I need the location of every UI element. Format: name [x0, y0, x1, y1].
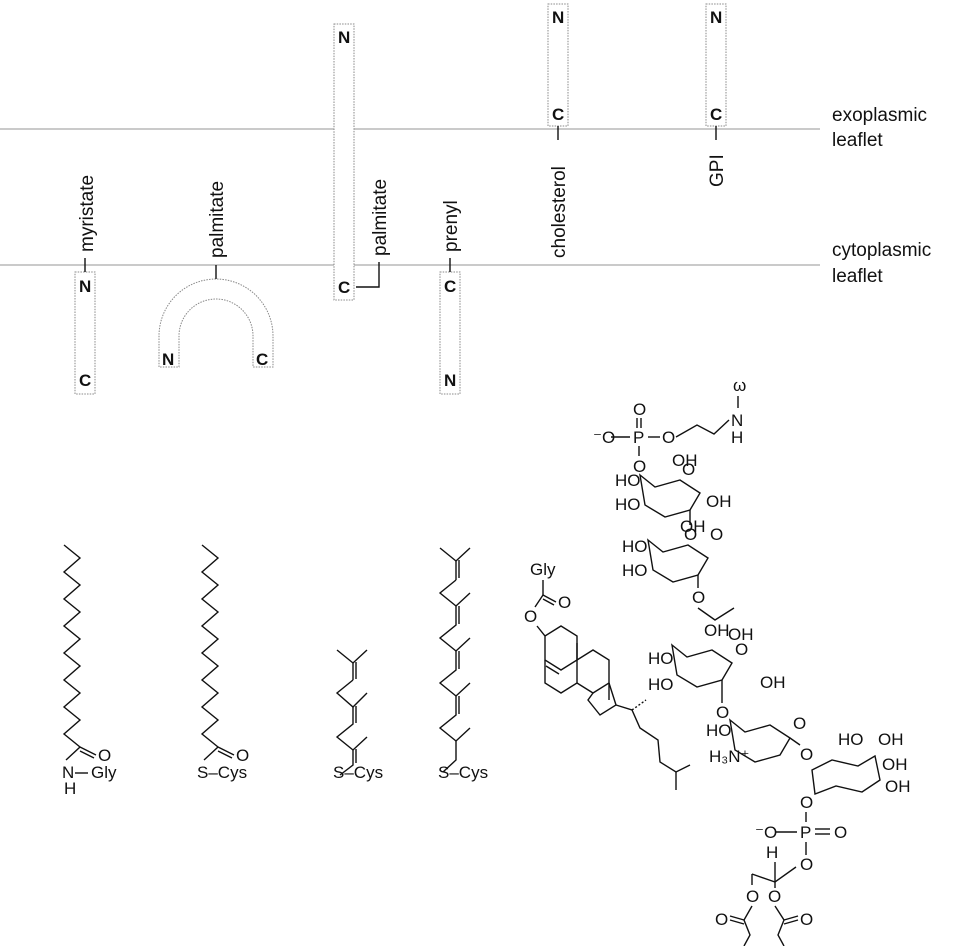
- phosphate-o-minus-label: ⁻O: [755, 823, 777, 842]
- oxygen-label: O: [633, 457, 646, 476]
- hydroxyl-label: HO: [622, 537, 648, 556]
- hydroxyl-label: HO: [615, 495, 641, 514]
- prenyl-label: prenyl: [441, 200, 462, 252]
- gpi-anchored-protein: N C GPI: [705, 3, 728, 187]
- ester-o-label: O: [768, 887, 781, 906]
- ring-o-label: O: [793, 714, 806, 733]
- gpi-n-label: N: [731, 411, 743, 430]
- myristoyl-structure: O N Gly H: [62, 544, 117, 798]
- hydroxyl-label: OH: [878, 730, 904, 749]
- glycosidic-o-label: O: [800, 745, 813, 764]
- glycerol-h-label: H: [766, 843, 778, 862]
- n-terminus: N: [552, 8, 564, 27]
- palmitoylated-hairpin-protein: N C palmitate: [158, 181, 274, 369]
- oxygen-label: O: [236, 746, 249, 765]
- n-terminus: N: [444, 371, 456, 390]
- palmitoyl-structure: O S–Cys: [197, 544, 249, 782]
- oxygen-label: O: [633, 400, 646, 419]
- c-terminus: C: [444, 277, 456, 296]
- phosphate-o-minus-label: ⁻O: [593, 428, 615, 447]
- hydroxyl-label: HO: [648, 649, 674, 668]
- glycosidic-o-label: O: [684, 525, 697, 544]
- gpi-h-label: H: [731, 428, 743, 447]
- palmitate-tm-label: palmitate: [370, 179, 391, 256]
- gly-label: Gly: [91, 763, 117, 782]
- hydroxyl-label: OH: [706, 492, 732, 511]
- protein-rod: [333, 23, 355, 301]
- hydroxyl-label: OH: [672, 451, 698, 470]
- hydroxyl-label: HO: [838, 730, 864, 749]
- protein-rod: [439, 271, 461, 395]
- c-terminus: C: [338, 278, 350, 297]
- hydroxyl-label: HO: [706, 721, 732, 740]
- hydroxyl-label: HO: [615, 471, 641, 490]
- n-terminus: N: [710, 8, 722, 27]
- phosphate-p-label: P: [800, 823, 811, 842]
- amide-n-label: N: [62, 763, 74, 782]
- geranylgeranyl-link-label: S–Cys: [438, 763, 488, 782]
- c-terminus: C: [256, 350, 268, 369]
- hydroxyl-label: OH: [704, 621, 730, 640]
- palmitoyl-link-label: S–Cys: [197, 763, 247, 782]
- cholesterol-modified-protein: N C cholesterol: [547, 3, 570, 258]
- oxygen-label: O: [834, 823, 847, 842]
- cytoplasmic-label: cytoplasmic: [832, 240, 931, 261]
- ring-o-label: O: [735, 640, 748, 659]
- geranylgeranyl-structure: S–Cys: [438, 547, 488, 782]
- exoplasmic-label: exoplasmic: [832, 105, 927, 126]
- gpi-structure: ω N H O P O ⁻O O HO HO OH OH O O HO HO O…: [593, 376, 911, 946]
- anchor-bracket: [356, 262, 380, 288]
- c-terminus: C: [710, 105, 722, 124]
- n-terminus: N: [338, 28, 350, 47]
- hydroxyl-label: OH: [680, 517, 706, 536]
- carbonyl-o-label: O: [800, 910, 813, 929]
- oxygen-label: O: [98, 746, 111, 765]
- cholesterol-label: cholesterol: [549, 166, 570, 258]
- myristoylated-protein: N C myristate: [74, 175, 98, 395]
- transmembrane-palmitoylated-protein: N C palmitate: [333, 23, 391, 301]
- n-terminus: N: [162, 350, 174, 369]
- farnesyl-structure: S–Cys: [333, 649, 383, 782]
- hydroxyl-label: OH: [760, 673, 786, 692]
- hydroxyl-label: HO: [622, 561, 648, 580]
- prenylated-protein: C N prenyl: [439, 200, 462, 395]
- carbonyl-o-label: O: [715, 910, 728, 929]
- gpi-label: GPI: [707, 154, 728, 187]
- glycerol-o-label: O: [800, 855, 813, 874]
- cholesterol-gly-label: Gly: [530, 560, 556, 579]
- oxygen-label: O: [662, 428, 675, 447]
- c-terminus: C: [552, 105, 564, 124]
- hydroxyl-label: HO: [648, 675, 674, 694]
- ester-o-label: O: [746, 887, 759, 906]
- amide-h-label: H: [64, 779, 76, 798]
- hairpin-rod: [158, 278, 274, 368]
- omega-label: ω: [733, 376, 746, 395]
- exoplasmic-leaflet-label: leaflet: [832, 130, 883, 151]
- n-terminus: N: [79, 277, 91, 296]
- cytoplasmic-leaflet-label: leaflet: [832, 266, 883, 287]
- ring-o-label: O: [710, 525, 723, 544]
- carbonyl-o-label: O: [558, 593, 571, 612]
- protein-rod: [74, 271, 96, 395]
- hydroxyl-label: OH: [728, 625, 754, 644]
- phosphate-p-label: P: [633, 428, 644, 447]
- cholesterol-structure: Gly O O: [524, 560, 691, 790]
- c-terminus: C: [79, 371, 91, 390]
- hydroxyl-label: OH: [885, 777, 911, 796]
- membrane-leaflet-lines: [0, 128, 820, 266]
- glycosidic-o-label: O: [692, 588, 705, 607]
- hydroxyl-label: OH: [882, 755, 908, 774]
- glycosidic-o-label: O: [716, 703, 729, 722]
- ammonium-label: H₃N⁺: [709, 747, 749, 766]
- farnesyl-link-label: S–Cys: [333, 763, 383, 782]
- ester-o-label: O: [524, 607, 537, 626]
- palmitate-hairpin-label: palmitate: [207, 181, 228, 258]
- inositol-o-label: O: [800, 793, 813, 812]
- myristate-label: myristate: [77, 175, 98, 252]
- ring-o-label: O: [682, 460, 695, 479]
